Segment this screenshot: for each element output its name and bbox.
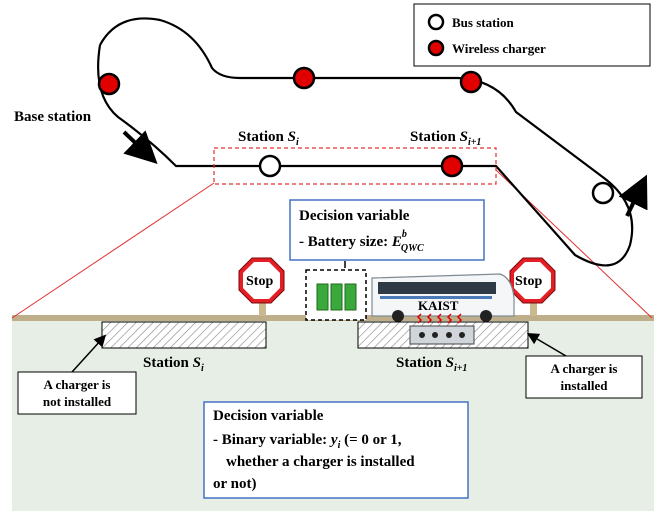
- callout-not-installed: A charger is not installed: [17, 371, 137, 415]
- ground-station-i-label: Station Si: [143, 355, 204, 374]
- zoom-line-left: [11, 182, 215, 319]
- base-station-label: Base station: [14, 109, 92, 125]
- battery-cell: [316, 283, 329, 311]
- battery-pack: [305, 269, 367, 321]
- station-i-platform: [101, 321, 267, 349]
- bus-wheel: [392, 310, 404, 322]
- ground-station-i1-label: Station Si+1: [396, 355, 467, 374]
- stop-label-left: Stop: [246, 274, 273, 289]
- binary-variable-line: - Binary variable: yi (= 0 or 1,: [213, 432, 402, 451]
- bus-wheel: [480, 310, 492, 322]
- route-station-i-label: Station Si: [238, 129, 299, 148]
- route-station-i1-label: Station Si+1: [410, 129, 481, 148]
- zoom-selection-box: [213, 147, 497, 185]
- not-installed-line1: A charger is: [44, 377, 111, 392]
- battery-cell: [344, 283, 357, 311]
- wireless-charger-marker: [292, 66, 316, 90]
- binary-variable-line3: or not): [213, 476, 256, 492]
- wireless-charger-coil: [409, 325, 475, 345]
- not-installed-line2: not installed: [43, 394, 112, 409]
- wireless-charger-marker: [97, 72, 121, 96]
- direction-arrow-left: [122, 130, 158, 165]
- legend-wireless-charger: Wireless charger: [452, 41, 546, 56]
- binary-box-title: Decision variable: [213, 408, 324, 424]
- wireless-charger-marker: [459, 70, 483, 94]
- installed-line1: A charger is: [551, 361, 618, 376]
- wireless-charger-legend-icon: [427, 39, 445, 57]
- bus-station-legend-icon: [427, 13, 445, 31]
- stop-label-right: Stop: [515, 274, 542, 289]
- route-outline: [97, 17, 634, 267]
- legend: Bus station Wireless charger: [413, 3, 651, 67]
- installed-line2: installed: [561, 378, 609, 393]
- binary-decision-box: Decision variable - Binary variable: yi …: [203, 401, 469, 499]
- binary-variable-line2: whether a charger is installed: [226, 454, 415, 470]
- not-installed-pointer-arrow: [71, 334, 107, 373]
- battery-box-title: Decision variable: [299, 208, 410, 224]
- bus-brand: KAIST: [418, 298, 459, 313]
- stop-sign-left: Stop: [238, 257, 285, 316]
- installed-pointer-arrow: [526, 332, 567, 357]
- stop-sign-right: Stop: [509, 257, 556, 316]
- battery-cell: [330, 283, 343, 311]
- legend-bus-station: Bus station: [452, 15, 515, 30]
- callout-installed: A charger is installed: [525, 355, 643, 399]
- wireless-charger-marker-i1: [440, 154, 464, 178]
- wireless-power-waves: [416, 313, 463, 324]
- electric-bus: KAIST: [371, 273, 515, 322]
- direction-arrow-right: [618, 174, 648, 217]
- bus-station-marker: [591, 181, 615, 205]
- bus-station-marker-i: [258, 154, 282, 178]
